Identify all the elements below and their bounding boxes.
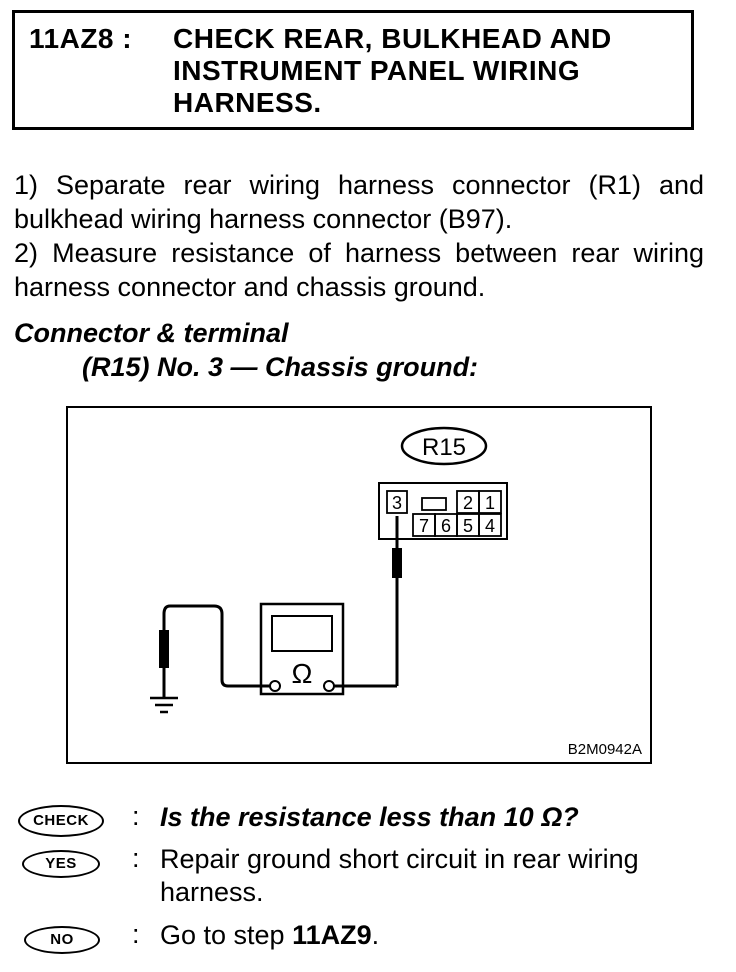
probe-ground — [159, 630, 169, 698]
ohmmeter: Ω — [259, 602, 345, 696]
spec-value: (R15) No. 3 — Chassis ground: — [82, 352, 479, 382]
connector-r15: 3 2 1 7 6 5 4 — [378, 482, 508, 540]
step-header: 11AZ8 : CHECK REAR, BULKHEAD AND INSTRUM… — [12, 10, 694, 130]
ohmmeter-terminal-left — [269, 680, 281, 692]
no-answer-step: 11AZ9 — [292, 920, 372, 950]
connector-label-oval — [400, 426, 488, 466]
terminal-2: 2 — [463, 493, 473, 513]
lead-to-ground — [162, 604, 270, 688]
terminal-5: 5 — [463, 516, 473, 536]
step-title: CHECK REAR, BULKHEAD AND INSTRUMENT PANE… — [173, 23, 612, 118]
yes-colon: : — [132, 843, 140, 873]
ground-icon — [150, 696, 178, 714]
connector-label: R15 — [422, 434, 466, 461]
no-badge: NO — [24, 926, 100, 954]
check-question: Is the resistance less than 10 Ω? — [160, 802, 579, 832]
figure-code: B2M0942A — [567, 741, 642, 758]
no-answer: Go to step 11AZ9. — [160, 919, 379, 952]
procedure-text: 1) Separate rear wiring harness connecto… — [14, 168, 704, 304]
yes-badge: YES — [22, 850, 100, 878]
ohmmeter-body — [259, 602, 345, 696]
ohmmeter-terminal-right — [323, 680, 335, 692]
terminal-6: 6 — [441, 516, 451, 536]
connector-latch — [421, 497, 447, 511]
check-colon: : — [132, 801, 140, 831]
procedure-step-2: 2) Measure resistance of harness between… — [14, 238, 704, 302]
yes-answer: Repair ground short circuit in rear wiri… — [160, 844, 639, 907]
ohmmeter-display — [271, 615, 333, 652]
terminal-3: 3 — [392, 493, 402, 513]
terminal-7: 7 — [419, 516, 429, 536]
step-id: 11AZ8 : — [29, 23, 133, 54]
ohmmeter-symbol: Ω — [292, 658, 313, 689]
probe-connector — [392, 516, 402, 686]
connector-body — [378, 482, 508, 540]
no-answer-suffix: . — [371, 920, 380, 950]
terminal-4: 4 — [485, 516, 495, 536]
no-answer-prefix: Go to step — [160, 920, 293, 950]
check-badge: CHECK — [18, 805, 104, 837]
spec-label: Connector & terminal — [14, 318, 289, 348]
wiring-diagram: R15 3 2 1 7 6 5 4 — [66, 406, 652, 764]
terminal-1: 1 — [485, 493, 495, 513]
no-colon: : — [132, 919, 140, 949]
diagram-drawing: R15 3 2 1 7 6 5 4 — [150, 426, 508, 714]
procedure-step-1: 1) Separate rear wiring harness connecto… — [14, 170, 704, 234]
